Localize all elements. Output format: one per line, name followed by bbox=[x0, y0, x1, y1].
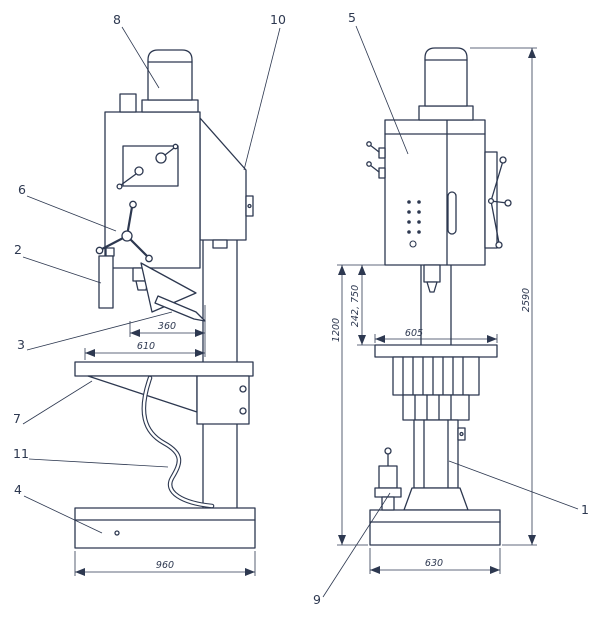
dim-table-width: 605 bbox=[405, 328, 423, 339]
capstan-handle bbox=[484, 151, 512, 249]
spindle-front bbox=[423, 264, 441, 293]
dim-spindle-to-floor: 1200 bbox=[331, 318, 342, 342]
dim-base-length: 960 bbox=[156, 560, 174, 571]
clamp-handles bbox=[366, 141, 386, 179]
table-side bbox=[74, 361, 254, 425]
feed-handwheel bbox=[95, 200, 153, 263]
indicator-lamp-icon bbox=[409, 240, 417, 248]
dim-overall-height: 2590 bbox=[521, 288, 532, 312]
table-support bbox=[392, 356, 480, 421]
head-side bbox=[104, 93, 254, 269]
dim-spindle-overhang: 360 bbox=[158, 321, 176, 332]
dim-spindle-to-table: 242, 750 bbox=[350, 285, 361, 327]
head-front bbox=[384, 119, 486, 266]
callout-leaders bbox=[22, 25, 579, 598]
button-panel bbox=[407, 200, 421, 234]
callout-numbers: 8 10 5 6 2 3 7 11 4 1 9 bbox=[13, 10, 589, 607]
selector-slot bbox=[447, 191, 457, 235]
dimension-labels: 360 610 960 605 242, 750 1200 2590 630 bbox=[137, 285, 532, 571]
control-panel bbox=[116, 143, 179, 190]
callout-3: 3 bbox=[17, 337, 25, 352]
callout-11: 11 bbox=[13, 446, 29, 461]
column-sleeve bbox=[413, 419, 466, 489]
lever-knob-icon bbox=[172, 143, 179, 150]
dimension-lines bbox=[74, 47, 537, 576]
callout-4: 4 bbox=[14, 482, 22, 497]
callout-8: 8 bbox=[113, 12, 121, 27]
drill-tool bbox=[154, 295, 206, 322]
lever-knob-icon bbox=[116, 183, 123, 190]
side-view bbox=[74, 49, 256, 549]
motor-side bbox=[141, 49, 199, 113]
callout-6: 6 bbox=[18, 182, 26, 197]
base-side bbox=[74, 507, 256, 549]
base-front bbox=[369, 509, 501, 546]
callout-9: 9 bbox=[313, 592, 321, 607]
callout-10: 10 bbox=[270, 12, 286, 27]
callout-7: 7 bbox=[13, 411, 21, 426]
dim-table-depth: 610 bbox=[137, 341, 155, 352]
column-front bbox=[420, 264, 452, 346]
column-foot bbox=[403, 487, 469, 511]
callout-1: 1 bbox=[581, 502, 589, 517]
front-bracket bbox=[98, 247, 115, 309]
callout-2: 2 bbox=[14, 242, 22, 257]
callout-5: 5 bbox=[348, 10, 356, 25]
motor-front bbox=[418, 47, 474, 121]
coolant-hose bbox=[141, 375, 215, 509]
table-front bbox=[374, 344, 498, 358]
front-view bbox=[366, 47, 512, 546]
dim-base-width: 630 bbox=[425, 558, 443, 569]
coolant-pump bbox=[374, 447, 402, 511]
